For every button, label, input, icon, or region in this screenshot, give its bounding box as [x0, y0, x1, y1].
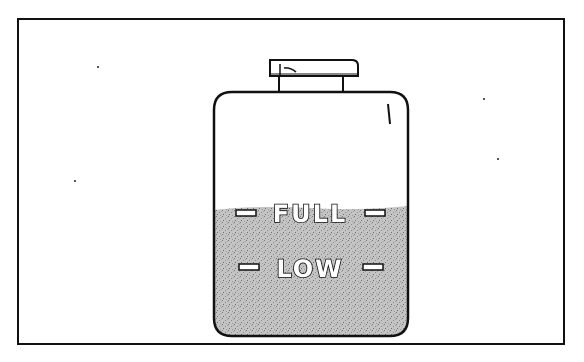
cap-icon [270, 60, 358, 92]
bottle-highlight [388, 104, 390, 124]
full-label: FULL [273, 200, 347, 228]
low-label: LOW [276, 255, 343, 283]
